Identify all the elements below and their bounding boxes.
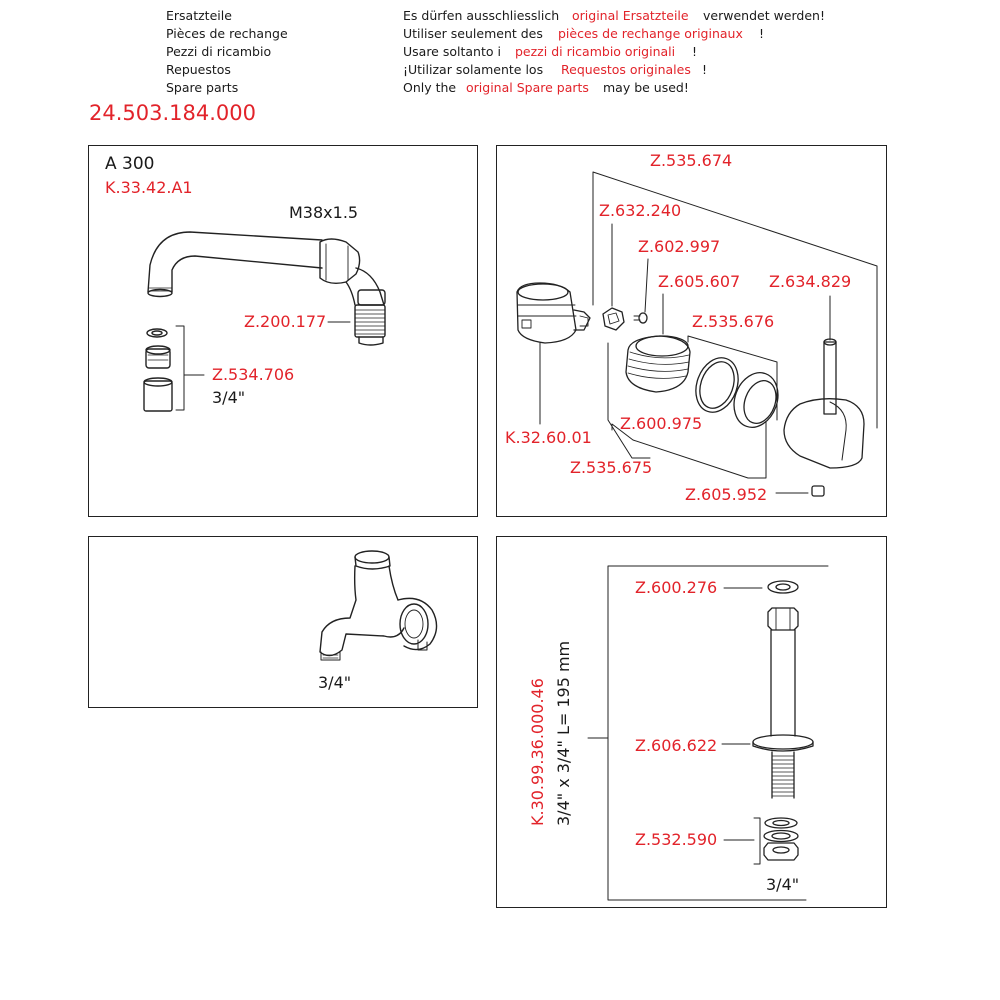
notice-it-post: !	[692, 44, 698, 59]
notice-en-red: original Spare parts	[466, 80, 589, 95]
notice-es-post: !	[702, 62, 708, 77]
thread-size: M38x1.5	[289, 203, 359, 222]
part-z634829: Z.634.829	[769, 272, 852, 291]
notice-fr-red: pièces de rechange originaux	[558, 26, 743, 41]
notice-it-red: pezzi di ricambio originali	[515, 44, 676, 59]
part-z600975: Z.600.975	[620, 414, 703, 433]
part-z200177: Z.200.177	[244, 312, 327, 331]
part-z632240: Z.632.240	[599, 201, 682, 220]
lang-es: Repuestos	[166, 62, 231, 77]
notice-es-pre: ¡Utilizar solamente los	[403, 62, 544, 77]
model-label: A 300	[105, 154, 155, 174]
part-z535676: Z.535.676	[692, 312, 775, 331]
lang-en: Spare parts	[166, 80, 239, 95]
lang-de: Ersatzteile	[166, 8, 232, 23]
notice-fr-post: !	[759, 26, 765, 41]
part-k326001: K.32.60.01	[505, 428, 592, 447]
part-z600276: Z.600.276	[635, 578, 718, 597]
part-z535674: Z.535.674	[650, 151, 733, 170]
part-z532590: Z.532.590	[635, 830, 718, 849]
part-z605952: Z.605.952	[685, 485, 768, 504]
notice-de-pre: Es dürfen ausschliesslich	[403, 8, 560, 23]
lang-fr: Pièces de rechange	[166, 26, 288, 41]
panel-valve-body	[88, 536, 478, 708]
panel-cartridge	[496, 145, 887, 517]
notice-es-red: Requestos originales	[561, 62, 691, 77]
extension-size: 3/4"	[766, 875, 800, 894]
part-z534706: Z.534.706	[212, 365, 295, 384]
valve-body-size: 3/4"	[318, 673, 352, 692]
notice-it-pre: Usare soltanto i	[403, 44, 501, 59]
notice-en-post: may be used!	[603, 80, 689, 95]
part-z606622: Z.606.622	[635, 736, 718, 755]
part-z602997: Z.602.997	[638, 237, 721, 256]
spout-kit-number: K.33.42.A1	[105, 178, 193, 197]
aerator-size: 3/4"	[212, 388, 246, 407]
article-number: 24.503.184.000	[89, 101, 256, 125]
lang-it: Pezzi di ricambio	[166, 44, 272, 59]
notice-en-pre: Only the	[403, 80, 457, 95]
notice-de-post: verwendet werden!	[703, 8, 825, 23]
part-z535675: Z.535.675	[570, 458, 653, 477]
notice-de-red: original Ersatzteile	[572, 8, 689, 23]
panel-spout	[88, 145, 478, 517]
panel-extension	[496, 536, 887, 908]
notice-fr-pre: Utiliser seulement des	[403, 26, 543, 41]
part-z605607: Z.605.607	[658, 272, 741, 291]
